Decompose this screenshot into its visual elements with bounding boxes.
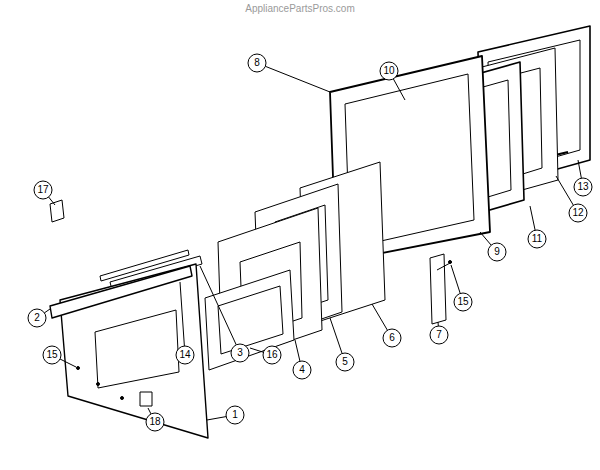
callout-number: 6 (389, 332, 395, 344)
callout-circle (34, 181, 52, 199)
callout-circle (569, 204, 587, 222)
leader-line (207, 417, 226, 420)
watermark: AppliancePartsPros.com (245, 3, 355, 15)
leader-line (180, 282, 184, 346)
callout-circle (488, 243, 506, 261)
callout-circle (263, 346, 281, 364)
leader-line (480, 232, 491, 245)
leader-line (200, 266, 236, 345)
leader-line (393, 79, 405, 100)
callout-number: 16 (266, 349, 277, 361)
leader-line (295, 340, 300, 361)
callout-number: 1 (232, 409, 238, 421)
callout-number: 10 (383, 65, 394, 77)
callout-number: 12 (572, 207, 583, 219)
callout-circle (380, 62, 398, 80)
callout-number: 3 (237, 347, 243, 359)
callout-number: 5 (342, 356, 348, 368)
callout-number: 13 (577, 181, 588, 193)
callout-circle (528, 230, 546, 248)
leader-line (148, 408, 151, 414)
callout-number: 14 (179, 349, 190, 361)
callout-circle (430, 326, 448, 344)
callout-circle (176, 346, 194, 364)
callout-number: 17 (37, 184, 48, 196)
leader-line (372, 304, 387, 330)
leader-line (578, 160, 581, 178)
callout-circle (574, 178, 592, 196)
callout-number: 7 (436, 329, 442, 341)
callout-circle (454, 293, 472, 311)
callout-number: 15 (46, 349, 57, 361)
callout-number: 15 (457, 296, 468, 308)
callout-circle (293, 361, 311, 379)
leader-line (556, 176, 573, 205)
callout-number: 4 (299, 364, 305, 376)
callout-circle (231, 344, 249, 362)
callout-circle (336, 353, 354, 371)
leader-line (438, 322, 439, 326)
callout-number: 9 (494, 246, 500, 258)
leader-line (44, 309, 50, 313)
leader-line (265, 66, 330, 92)
leader-line (250, 348, 263, 352)
leader-line (49, 197, 55, 205)
callout-number: 11 (532, 233, 542, 245)
callout-circle (146, 413, 164, 431)
callout-circle (43, 346, 61, 364)
leader-line (330, 318, 342, 353)
callout-circle (28, 309, 46, 327)
callout-number: 18 (149, 416, 160, 428)
callout-number: 2 (34, 312, 40, 324)
leader-line (60, 359, 76, 367)
callout-circle (248, 54, 266, 72)
leader-line (530, 206, 535, 230)
leader-line (451, 265, 460, 293)
callout-number: 8 (254, 57, 260, 69)
callout-circle (383, 329, 401, 347)
callout-circle (226, 406, 244, 424)
